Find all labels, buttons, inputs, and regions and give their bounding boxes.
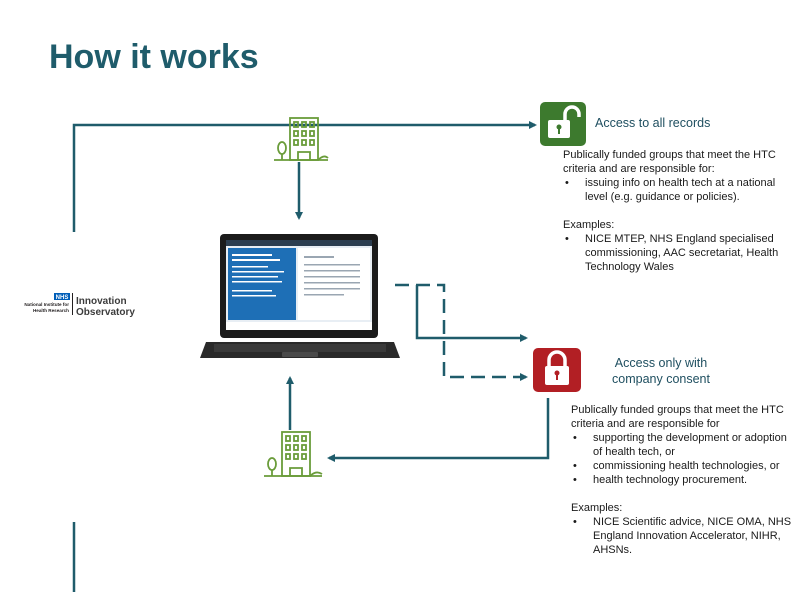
consent-access-examples-label: Examples: <box>571 502 623 514</box>
open-access-intro: Publically funded groups that meet the H… <box>563 149 776 175</box>
open-access-examples-label: Examples: <box>563 219 615 231</box>
innovation-observatory-logo: NHS National Institute for Health Resear… <box>24 293 135 318</box>
list-item: supporting the development or adoption o… <box>571 431 793 459</box>
building-icon <box>274 117 329 161</box>
open-access-description: Publically funded groups that meet the H… <box>563 148 783 274</box>
open-access-heading: Access to all records <box>595 116 711 130</box>
list-item: NICE Scientific advice, NICE OMA, NHS En… <box>571 515 793 557</box>
open-access-examples: NICE MTEP, NHS England specialised commi… <box>563 232 783 274</box>
consent-access-heading-line2: company consent <box>612 372 710 386</box>
connector-top-to-open-access <box>72 121 537 232</box>
consent-access-description: Publically funded groups that meet the H… <box>571 403 793 557</box>
consent-access-examples: NICE Scientific advice, NICE OMA, NHS En… <box>571 515 793 557</box>
page-title: How it works <box>49 38 259 76</box>
logo-org-line2: Health Research <box>33 308 69 313</box>
connector-consent-to-bottom-building <box>327 398 550 462</box>
logo-brand-line2: Observatory <box>76 307 135 318</box>
consent-access-responsibilities: supporting the development or adoption o… <box>571 431 793 487</box>
logo-brand-line1: Innovation <box>76 296 127 307</box>
open-access-responsibilities: issuing info on health tech at a nationa… <box>563 176 783 204</box>
list-item: NICE MTEP, NHS England specialised commi… <box>563 232 783 274</box>
logo-nhs-badge: NHS <box>56 295 69 301</box>
list-item: health technology procurement. <box>571 473 793 487</box>
list-item: issuing info on health tech at a nationa… <box>563 176 783 204</box>
connector-laptop-to-consent-solid <box>415 285 528 342</box>
connector-laptop-to-consent-dashed <box>395 283 528 381</box>
logo-org-line1: National Institute for <box>24 302 69 307</box>
consent-access-heading: Access only with company consent <box>596 355 726 387</box>
list-item: commissioning health technologies, or <box>571 459 793 473</box>
consent-access-intro: Publically funded groups that meet the H… <box>571 404 784 430</box>
unlocked-padlock-icon <box>540 102 586 146</box>
locked-padlock-icon <box>533 348 581 392</box>
building-icon <box>264 431 323 477</box>
laptop-icon <box>200 234 400 358</box>
consent-access-heading-line1: Access only with <box>614 356 708 370</box>
